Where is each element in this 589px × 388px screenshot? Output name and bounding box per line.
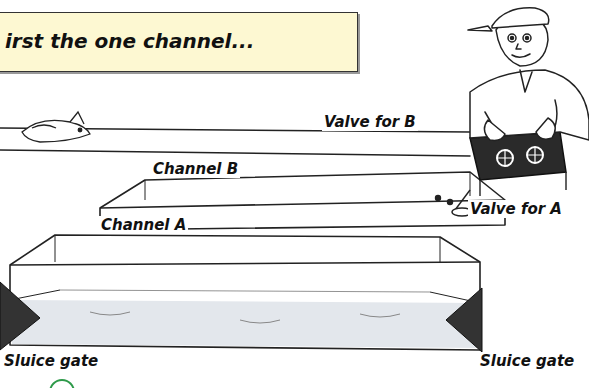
caption-box: irst the one channel... bbox=[0, 12, 358, 72]
dog-sketch bbox=[22, 112, 90, 142]
part-label: Channel B bbox=[151, 160, 240, 178]
ground-edge bbox=[0, 150, 470, 156]
part-label: Channel A bbox=[99, 216, 188, 234]
part-label: Valve for B bbox=[322, 113, 418, 131]
lever bbox=[436, 190, 473, 216]
worker-figure bbox=[468, 8, 589, 141]
part-label: Sluice gate bbox=[478, 352, 576, 370]
green-mark bbox=[50, 380, 74, 388]
caption-text: irst the one channel... bbox=[5, 29, 357, 53]
control-panel bbox=[470, 132, 566, 196]
water bbox=[12, 300, 478, 348]
part-label: Valve for A bbox=[468, 200, 564, 218]
sluice-gate-left bbox=[0, 282, 40, 350]
part-label: Sluice gate bbox=[2, 352, 100, 370]
sluice-gate-right bbox=[446, 288, 482, 352]
channel-a bbox=[10, 235, 480, 350]
